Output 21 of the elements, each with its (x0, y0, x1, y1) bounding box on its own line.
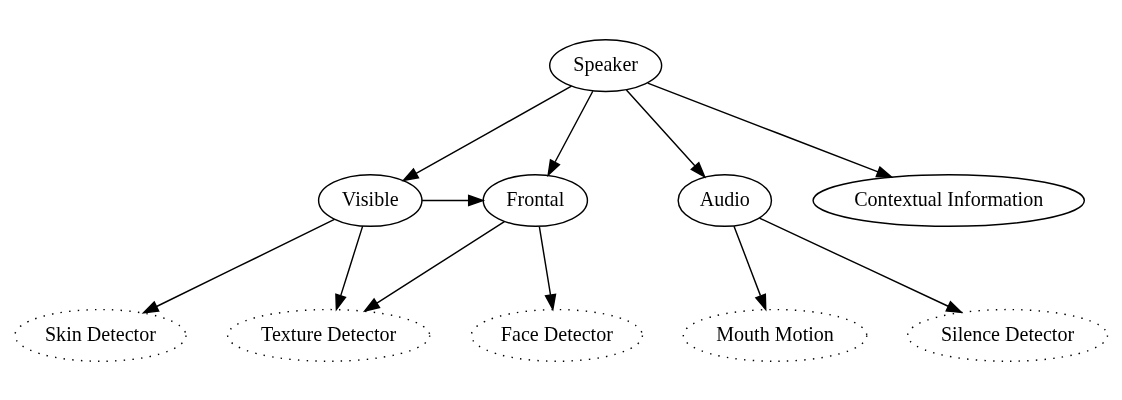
arrow (547, 90, 594, 177)
arrow (421, 193, 486, 207)
node-ellipse: Frontal (482, 173, 589, 227)
node-ellipse: Texture Detector (226, 308, 431, 362)
node-ellipse: Skin Detector (14, 308, 187, 362)
arrow (625, 88, 707, 178)
node-ellipse: Audio (677, 173, 773, 227)
arrow (401, 85, 573, 182)
arrow (362, 220, 506, 312)
arrow (733, 224, 767, 311)
arrow (538, 225, 557, 311)
node-ellipse: Speaker (549, 38, 663, 92)
node-ellipse: Silence Detector (906, 308, 1109, 362)
arrow (141, 218, 336, 314)
arrow (758, 216, 964, 313)
node-ellipse: Visible (317, 173, 423, 227)
node-ellipse: Face Detector (470, 308, 644, 362)
arrow (335, 224, 364, 312)
node-ellipse: Contextual Information (812, 173, 1086, 227)
node-ellipse: Mouth Motion (682, 308, 868, 362)
arrow (647, 82, 894, 178)
